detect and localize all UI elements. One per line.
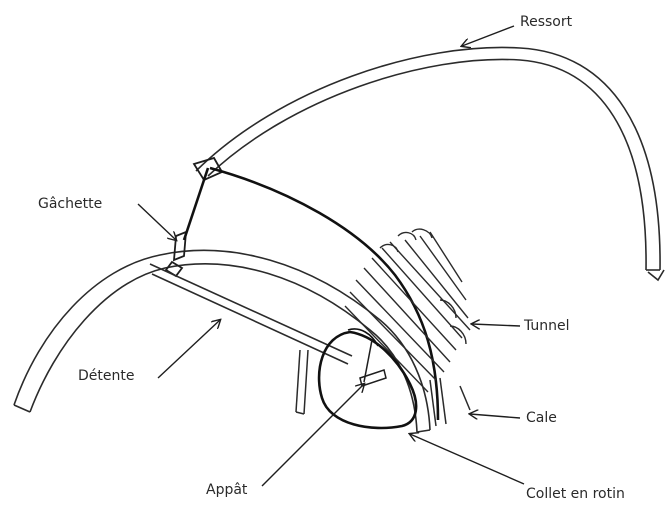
label-ressort: Ressort — [520, 14, 572, 30]
snare-cord — [184, 168, 438, 420]
arrow-appat — [262, 384, 364, 486]
annotation-arrows — [138, 26, 524, 486]
label-collet: Collet en rotin — [526, 486, 625, 502]
ground-stick — [14, 250, 430, 432]
arrow-collet — [410, 434, 524, 484]
spring-arc — [196, 47, 664, 280]
arrow-gachette — [138, 204, 176, 240]
arrow-tunnel — [472, 324, 520, 326]
label-gachette: Gâchette — [38, 196, 102, 212]
arrow-ressort — [462, 26, 514, 46]
label-appat: Appât — [206, 482, 247, 498]
arrow-cale — [470, 414, 520, 418]
arrow-detente — [158, 320, 220, 378]
detente-stick — [150, 264, 352, 364]
label-detente: Détente — [78, 368, 134, 384]
tunnel-sticks — [345, 229, 470, 392]
trigger-piece — [166, 158, 222, 276]
label-tunnel: Tunnel — [524, 318, 570, 334]
label-cale: Cale — [526, 410, 557, 426]
